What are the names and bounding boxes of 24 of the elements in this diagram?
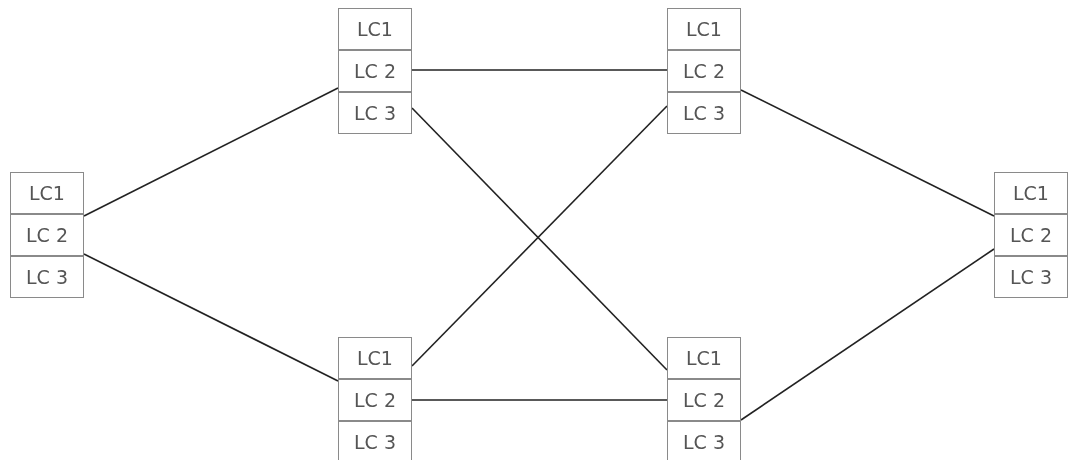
connector-line [411, 69, 668, 71]
connector-line [740, 248, 995, 421]
table-cell: LC 3 [994, 256, 1068, 298]
table-cell: LC1 [667, 337, 741, 379]
table-cell: LC 2 [10, 214, 84, 256]
table-cell: LC 3 [338, 421, 412, 460]
table-cell: LC 3 [10, 256, 84, 298]
table-cell: LC 3 [338, 92, 412, 134]
table-cell: LC 2 [338, 50, 412, 92]
table-cell: LC 3 [667, 421, 741, 460]
table-cell: LC1 [338, 337, 412, 379]
connector-line [740, 89, 995, 217]
table-cell: LC 2 [994, 214, 1068, 256]
table-cell: LC1 [667, 8, 741, 50]
table-cell: LC 2 [338, 379, 412, 421]
connector-line [83, 253, 339, 382]
table-cell: LC 2 [667, 50, 741, 92]
table-cell: LC1 [338, 8, 412, 50]
table-cell: LC1 [994, 172, 1068, 214]
connector-line [83, 87, 339, 217]
table-cell: LC 3 [667, 92, 741, 134]
table-cell: LC 2 [667, 379, 741, 421]
table-cell: LC1 [10, 172, 84, 214]
connector-line [411, 399, 668, 401]
